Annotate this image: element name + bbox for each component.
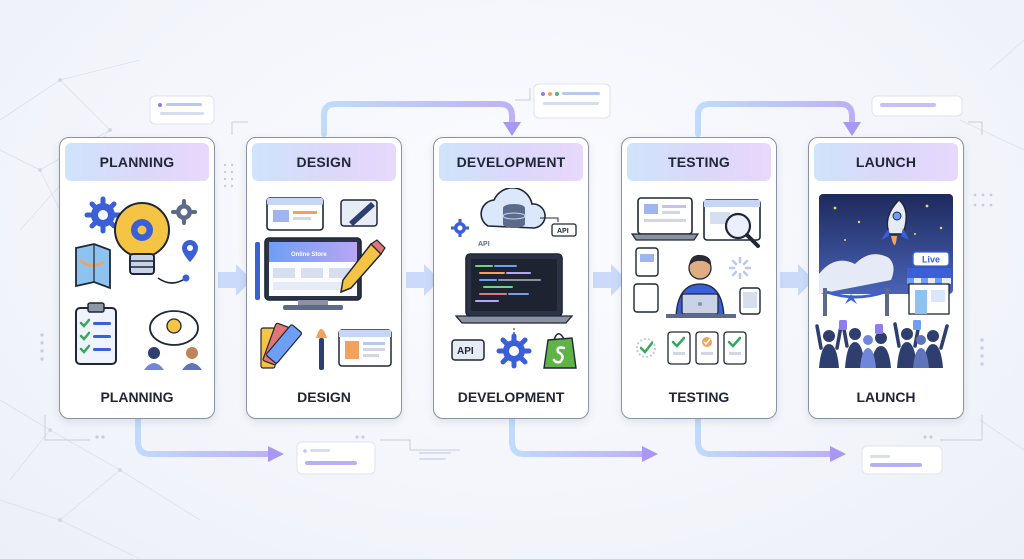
tablet-icon (635, 247, 659, 277)
wireframe-icon (266, 197, 324, 231)
stage-card-testing: TESTING (621, 137, 777, 419)
api-small-label: API (478, 241, 490, 248)
storefront-icon (907, 268, 951, 315)
rocket-icon (881, 199, 909, 245)
gear-icon (171, 199, 197, 225)
stage-card-launch: LAUNCH Live (808, 137, 964, 419)
stage-caption: DESIGN (297, 389, 351, 405)
laptop-icon (630, 197, 700, 241)
laptop-code-icon (454, 253, 574, 324)
pencil-icon (340, 239, 386, 294)
stage-header: TESTING (627, 143, 771, 181)
stage-caption: LAUNCH (856, 389, 916, 405)
development-illustration: API API API (451, 188, 577, 369)
testing-illustration (630, 197, 761, 365)
gear-icon (496, 333, 532, 369)
layout-icon (338, 329, 392, 367)
developer-icon (666, 254, 736, 318)
clipboard-checklist-icon (75, 302, 117, 365)
planning-illustration (75, 196, 202, 370)
monitor-icon: Online Store (264, 237, 362, 310)
paintbrush-icon (316, 329, 327, 370)
cloud-database-icon (480, 188, 546, 229)
stage-header: LAUNCH (814, 143, 958, 181)
stage-caption: DEVELOPMENT (457, 389, 565, 405)
shopify-bag-icon (543, 333, 577, 369)
map-icon (75, 243, 111, 290)
color-swatch-icon (260, 322, 303, 369)
stage-header: PLANNING (65, 143, 209, 181)
gear-icon (84, 196, 122, 234)
ribbon-icon (823, 288, 889, 316)
api-tag-label: API (557, 228, 569, 235)
online-store-label: Online Store (291, 252, 327, 258)
stage-card-design: DESIGN Online Store (246, 137, 402, 419)
checklist-icon (636, 331, 747, 365)
design-illustration: Online Store (255, 197, 392, 370)
stage-caption: PLANNING (100, 389, 174, 405)
stage-header: DESIGN (252, 143, 396, 181)
crowd-icon (815, 320, 949, 368)
team-icon (144, 347, 202, 370)
thought-bubble-icon (149, 310, 199, 346)
location-pin-icon (182, 240, 198, 262)
stage-card-planning: PLANNING (59, 137, 215, 419)
stage-card-development: DEVELOPMENT API API (433, 137, 589, 419)
stage-caption: TESTING (668, 389, 730, 405)
lightbulb-icon (114, 202, 170, 275)
live-badge-label: Live (922, 255, 940, 265)
gear-icon (451, 219, 469, 237)
launch-illustration: Live (815, 194, 953, 368)
pencil-icon (340, 199, 378, 227)
api-badge-label: API (457, 346, 474, 357)
magnifier-icon (724, 212, 760, 248)
stage-header: DEVELOPMENT (439, 143, 583, 181)
